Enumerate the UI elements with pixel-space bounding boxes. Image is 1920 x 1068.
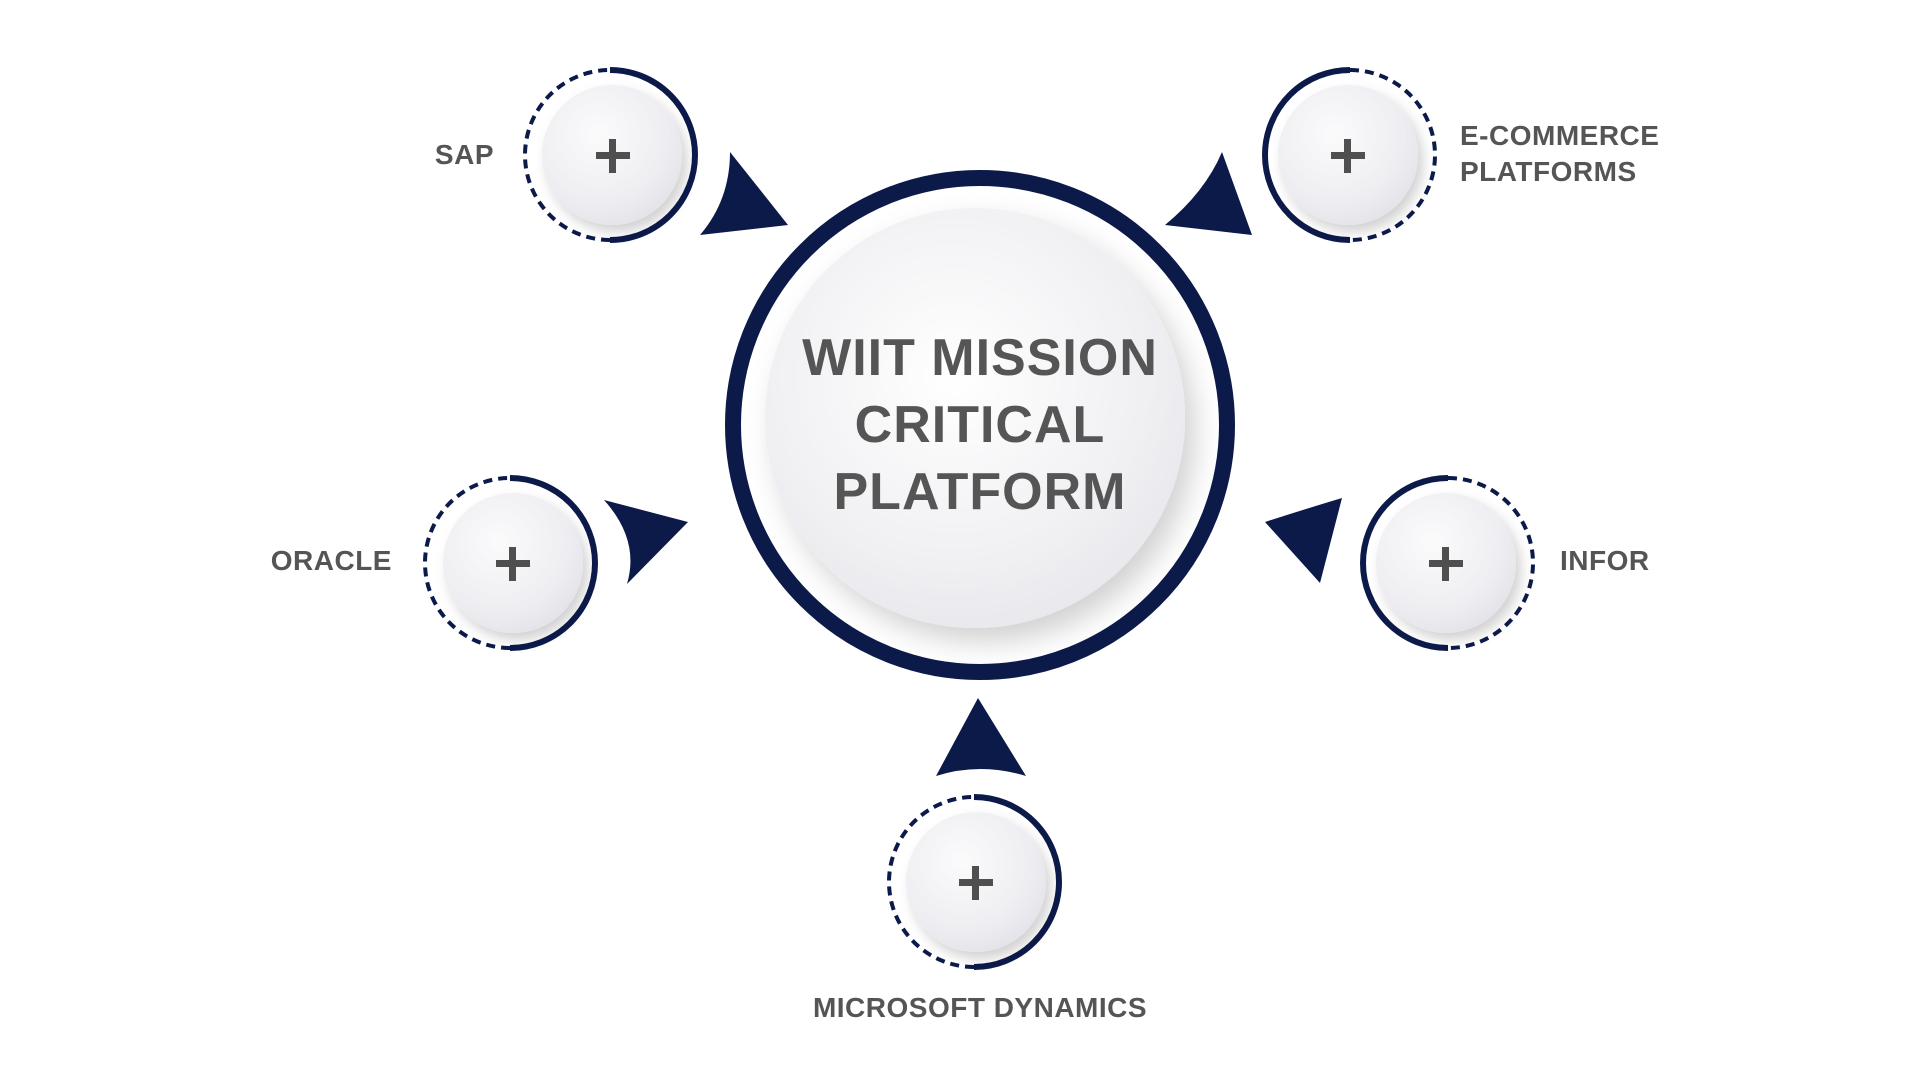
arrow-microsoft-dynamics <box>936 698 1026 776</box>
center-disc <box>765 208 1185 628</box>
node-ring-dashed <box>1349 68 1437 242</box>
center-title: WIIT MISSION CRITICAL PLATFORM <box>780 325 1180 526</box>
node-ring-dashed <box>523 68 611 242</box>
node-label-microsoft-dynamics: MICROSOFT DYNAMICS <box>812 992 1148 1023</box>
node-label-line: PLATFORMS <box>1460 156 1637 187</box>
node-ring-solid <box>1262 67 1351 243</box>
node-ring-dashed <box>1447 476 1535 650</box>
node-ring-solid <box>973 794 1062 970</box>
node-infor[interactable] <box>1360 475 1535 651</box>
node-label-line: E-COMMERCE <box>1460 120 1660 151</box>
node-ring-solid <box>609 67 698 243</box>
node-ring-dashed <box>423 476 511 650</box>
arrow-infor <box>1265 498 1342 583</box>
center-title-line: WIIT MISSION <box>802 329 1158 387</box>
plus-icon[interactable] <box>959 866 993 900</box>
plus-icon[interactable] <box>1331 139 1365 173</box>
center-node <box>725 170 1235 680</box>
plus-icon[interactable] <box>1429 547 1463 581</box>
node-microsoft-dynamics[interactable] <box>887 794 1062 970</box>
node-ring-solid <box>509 475 598 651</box>
plus-icon[interactable] <box>596 139 630 173</box>
node-label-sap: SAP <box>434 139 494 170</box>
node-label-oracle: ORACLE <box>270 545 392 576</box>
node-sap[interactable] <box>523 67 698 243</box>
arrow-ecommerce <box>1165 152 1252 235</box>
plus-icon[interactable] <box>496 547 530 581</box>
arrow-oracle <box>604 500 688 584</box>
node-label-ecommerce: E-COMMERCE PLATFORMS <box>1460 118 1659 190</box>
node-oracle[interactable] <box>423 475 598 651</box>
center-title-line: CRITICAL <box>854 396 1106 454</box>
node-ecommerce[interactable] <box>1262 67 1437 243</box>
arrow-sap <box>700 152 788 235</box>
node-ring-dashed <box>887 795 975 969</box>
node-ring-solid <box>1360 475 1449 651</box>
node-label-infor: INFOR <box>1560 545 1650 576</box>
center-title-line: PLATFORM <box>833 463 1127 521</box>
